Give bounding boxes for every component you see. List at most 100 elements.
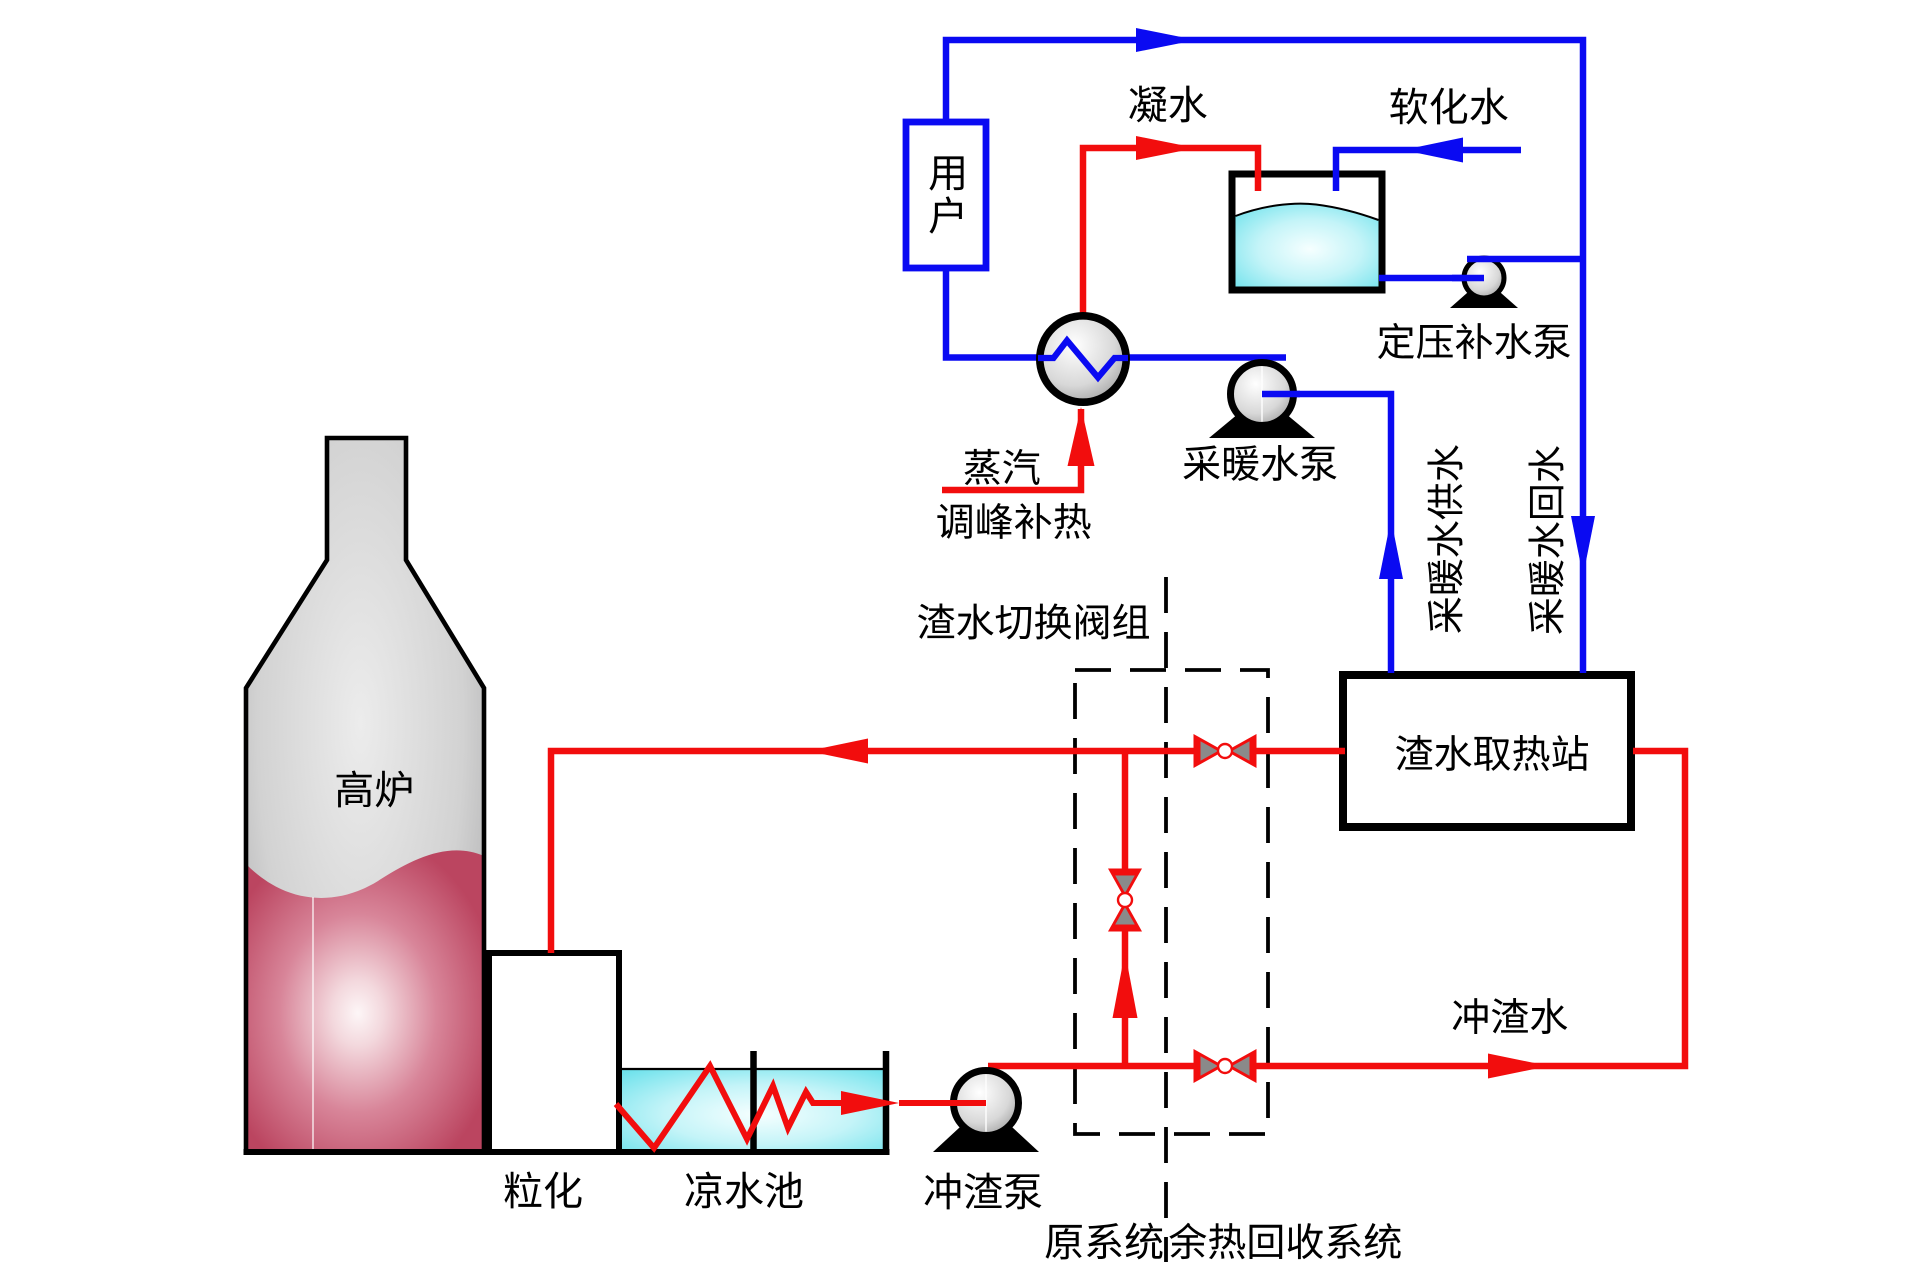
glyph-水: [957, 603, 994, 640]
glyph-暖: [1427, 559, 1463, 594]
glyph-水: [1427, 521, 1463, 557]
arrow-pool-right: [841, 1091, 899, 1115]
glyph-站: [1552, 734, 1588, 771]
glyph-补: [1014, 503, 1052, 539]
glyph-采: [1528, 598, 1564, 634]
glyph-采: [1427, 597, 1463, 633]
glyph-统: [1125, 1222, 1163, 1260]
glyph-软: [1390, 87, 1428, 125]
label-blast-furnace: 高炉: [336, 770, 412, 808]
tank-water: [1235, 203, 1379, 287]
label-heating-pump: 采暖水泵: [1183, 445, 1337, 481]
glyph-水: [1470, 87, 1508, 125]
glyph-水: [725, 1171, 763, 1209]
glyph-换: [1034, 603, 1072, 640]
makeup-water-tank: [1228, 170, 1386, 294]
glyph-水: [1427, 445, 1463, 481]
label-steam: 蒸汽: [964, 448, 1040, 486]
pipe-user-to-exchanger: [942, 265, 1040, 361]
valve-bypass-disc: [1116, 891, 1134, 909]
glyph-系: [1086, 1222, 1122, 1260]
arrow-supply-up: [1379, 519, 1403, 579]
valve-upper: [1193, 734, 1257, 768]
glyph-取: [1474, 736, 1511, 771]
label-cooling-pool: 凉水池: [685, 1171, 803, 1209]
glyph-水: [1528, 522, 1564, 558]
glyph-水: [1169, 85, 1207, 123]
valve-bypass-right-seat: [1115, 907, 1135, 925]
glyph-渣: [964, 1172, 1002, 1209]
glyph-暖: [1224, 445, 1259, 481]
label-recovery-system: 余热回收系统: [1169, 1222, 1401, 1260]
pipe-supply-line: [1262, 390, 1395, 673]
glyph-汽: [1003, 448, 1040, 485]
arrow-hot-slag-left: [808, 738, 868, 764]
glyph-补: [1455, 323, 1493, 359]
glyph-原: [1045, 1224, 1082, 1260]
heat-exchanger-coil: [1038, 335, 1128, 383]
glyph-泵: [1534, 324, 1571, 359]
glyph-定: [1377, 322, 1415, 360]
glyph-系: [1327, 1223, 1361, 1259]
glyph-渣: [1491, 998, 1529, 1034]
valve-lower-left-seat: [1200, 1056, 1218, 1076]
arrow-softened-left: [1403, 137, 1463, 163]
arrow-condensate-right: [1136, 136, 1196, 160]
glyph-池: [765, 1171, 803, 1208]
arrow-flush-right: [1488, 1053, 1549, 1079]
label-condensate: 凝水: [1129, 85, 1207, 123]
valve-bypass: [1108, 868, 1142, 932]
glyph-水: [1435, 735, 1472, 771]
glyph-蒸: [964, 448, 1000, 486]
furnace-melt: [246, 850, 484, 1152]
glyph-切: [995, 605, 1032, 640]
glyph-水: [1528, 446, 1564, 482]
pipe-user-to-return: [942, 36, 1587, 673]
glyph-供: [1427, 483, 1463, 520]
label-heat-station: 渣水取热站: [1396, 734, 1588, 772]
glyph-水: [1261, 445, 1299, 481]
glyph-水: [1530, 998, 1568, 1034]
glyph-压: [1416, 325, 1453, 360]
arrow-steam-up: [1067, 407, 1095, 466]
valve-upper-right-seat: [1232, 741, 1250, 761]
label-flush-water: 冲渣水: [1452, 998, 1568, 1034]
glyph-户: [929, 196, 962, 234]
label-peak-shaving-heat: 调峰补热: [937, 502, 1091, 540]
label-user: 用户: [929, 156, 964, 234]
valve-bypass-left-seat: [1115, 875, 1135, 893]
glyph-化: [544, 1171, 582, 1209]
label-softened-water: 软化水: [1390, 87, 1508, 125]
valve-lower-right-seat: [1232, 1056, 1250, 1076]
label-flush-pump: 冲渣泵: [924, 1172, 1042, 1210]
glyph-热: [1054, 502, 1091, 540]
arrow-return-down: [1571, 516, 1595, 576]
glyph-冲: [1452, 998, 1488, 1034]
valve-lower-disc: [1216, 1057, 1234, 1075]
glyph-粒: [504, 1171, 542, 1209]
label-granulation: 粒化: [504, 1171, 582, 1209]
tank-water-surface: [1235, 202, 1379, 221]
glyph-炉: [375, 770, 412, 808]
pipe-pool-zigzag: [613, 1060, 841, 1153]
glyph-热: [1209, 1223, 1246, 1260]
glyph-化: [1430, 87, 1468, 125]
glyph-凉: [685, 1171, 722, 1209]
label-return-line: 采暖水回水: [1528, 446, 1564, 634]
glyph-用: [929, 156, 964, 191]
glyph-渣: [1396, 734, 1433, 771]
valve-lower: [1193, 1049, 1257, 1083]
granulation-box: [486, 950, 622, 1155]
label-original-system: 原系统: [1045, 1222, 1163, 1260]
glyph-暖: [1528, 560, 1564, 595]
glyph-采: [1183, 445, 1220, 481]
arrow-bypass-up: [1112, 952, 1138, 1018]
glyph-回: [1529, 486, 1564, 519]
glyph-阀: [1076, 604, 1109, 640]
glyph-收: [1287, 1223, 1323, 1260]
glyph-调: [937, 503, 972, 539]
glyph-回: [1249, 1224, 1283, 1260]
label-supply-line: 采暖水供水: [1427, 445, 1463, 633]
glyph-泵: [1004, 1174, 1042, 1210]
glyph-峰: [977, 503, 1013, 539]
